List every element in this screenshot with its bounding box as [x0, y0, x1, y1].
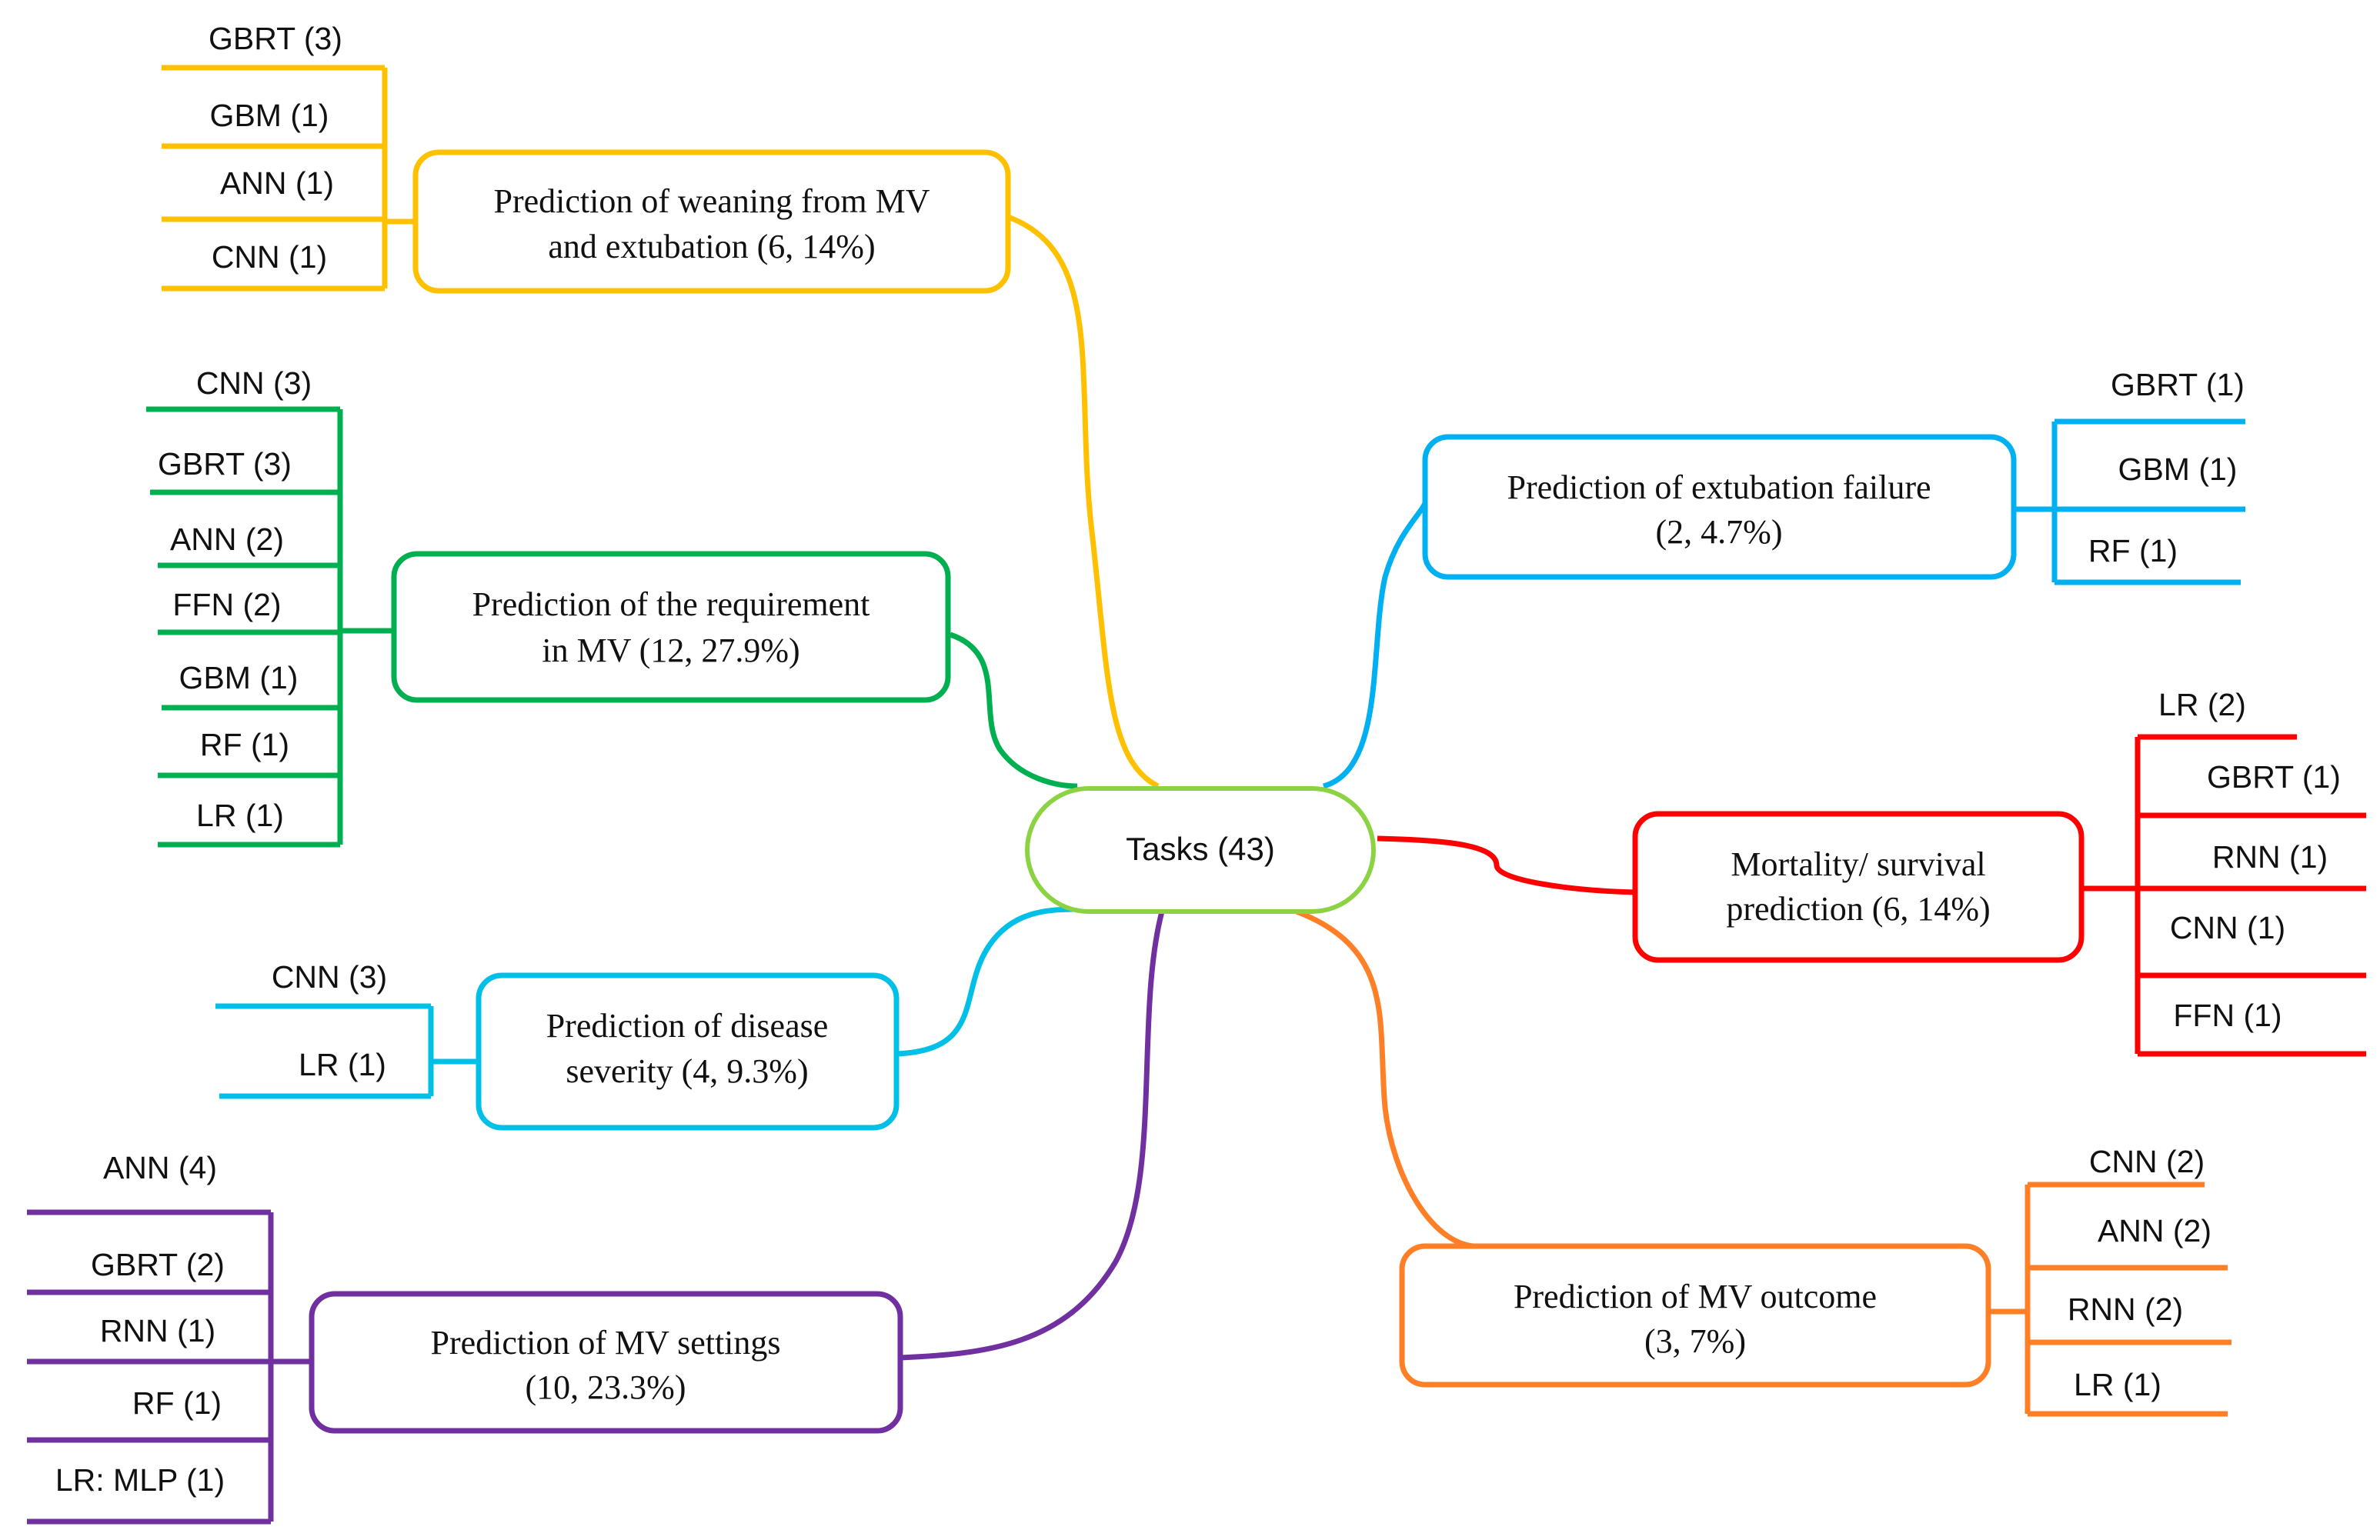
leaf-mortality: CNN (1): [2170, 910, 2285, 945]
center-label: Tasks (43): [1126, 831, 1275, 867]
leaf-extubation-failure: RF (1): [2088, 533, 2178, 568]
connector-settings: [900, 911, 1165, 1361]
leaf-extubation-failure: GBRT (1): [2111, 367, 2245, 402]
branch-outcome-line1: Prediction of MV outcome: [1514, 1278, 1877, 1315]
branch-outcome-line2: (3, 7%): [1644, 1322, 1746, 1360]
connector-requirement: [949, 632, 1078, 789]
leaf-requirement: GBM (1): [179, 660, 299, 695]
leaf-weaning: GBM (1): [210, 98, 329, 133]
branch-severity-box: [476, 972, 900, 1131]
branch-severity: Prediction of disease severity (4, 9.3%)…: [215, 959, 900, 1131]
branch-extubation-failure-line2: (2, 4.7%): [1656, 513, 1783, 551]
branch-mortality-box: [1632, 811, 2085, 963]
branch-requirement-box: [391, 551, 951, 703]
leaf-requirement: LR (1): [196, 798, 284, 833]
branch-settings-line1: Prediction of MV settings: [430, 1324, 780, 1362]
leaf-severity: LR (1): [299, 1047, 386, 1082]
branch-extubation-failure-line1: Prediction of extubation failure: [1507, 468, 1931, 506]
connector-extubation-failure: [1322, 495, 1429, 789]
leaf-weaning: GBRT (3): [209, 21, 342, 56]
branch-weaning-line1: Prediction of weaning from MV: [494, 182, 930, 220]
branch-requirement-line2: in MV (12, 27.9%): [542, 632, 799, 669]
center-node: Tasks (43): [1025, 786, 1376, 914]
branch-weaning-box: [412, 149, 1011, 294]
branch-settings: Prediction of MV settings (10, 23.3%) AN…: [27, 1150, 903, 1525]
leaf-mortality: RNN (1): [2212, 839, 2328, 875]
leaf-requirement: FFN (2): [172, 587, 281, 622]
leaf-settings: RNN (1): [100, 1313, 215, 1348]
branch-mortality-line1: Mortality/ survival: [1731, 845, 1985, 883]
leaf-settings: RF (1): [132, 1385, 222, 1421]
branch-extubation-failure: Prediction of extubation failure (2, 4.7…: [1422, 367, 2245, 585]
leaf-weaning: ANN (1): [220, 165, 334, 201]
leaf-weaning: CNN (1): [212, 239, 327, 275]
branch-mortality-line2: prediction (6, 14%): [1726, 890, 1990, 928]
leaf-outcome: RNN (2): [2068, 1292, 2183, 1327]
branch-severity-line1: Prediction of disease: [546, 1007, 829, 1045]
leaf-extubation-failure: GBM (1): [2118, 452, 2238, 487]
branch-extubation-failure-box: [1422, 434, 2017, 580]
branch-outcome: Prediction of MV outcome (3, 7%) CNN (2)…: [1399, 1144, 2231, 1417]
leaf-severity: CNN (3): [272, 959, 387, 995]
connector-weaning: [1006, 214, 1160, 789]
branch-requirement-line1: Prediction of the requirement: [472, 585, 870, 623]
leaf-settings: GBRT (2): [91, 1247, 225, 1282]
branch-weaning-line2: and extubation (6, 14%): [548, 228, 875, 265]
branch-mortality: Mortality/ survival prediction (6, 14%) …: [1632, 687, 2366, 1057]
leaf-mortality: FFN (1): [2173, 998, 2282, 1033]
leaf-outcome: LR (1): [2074, 1367, 2161, 1402]
leaf-settings: ANN (4): [103, 1150, 217, 1185]
branch-severity-line2: severity (4, 9.3%): [566, 1052, 808, 1090]
leaf-settings: LR: MLP (1): [55, 1462, 225, 1498]
leaf-requirement: RF (1): [200, 727, 289, 762]
branch-settings-line2: (10, 23.3%): [526, 1368, 686, 1406]
center-node-box: [1025, 786, 1376, 914]
branch-weaning: Prediction of weaning from MV and extuba…: [162, 21, 1011, 294]
branch-requirement: Prediction of the requirement in MV (12,…: [146, 365, 951, 848]
leaf-mortality: LR (2): [2158, 687, 2246, 722]
branch-outcome-box: [1399, 1243, 1991, 1388]
connector-outcome: [1295, 908, 1474, 1249]
leaf-requirement: GBRT (3): [158, 446, 292, 482]
leaf-requirement: ANN (2): [170, 522, 284, 557]
leaf-mortality: GBRT (1): [2207, 759, 2341, 795]
connector-mortality: [1377, 835, 1636, 895]
leaf-outcome: CNN (2): [2089, 1144, 2205, 1179]
leaf-requirement: CNN (3): [196, 365, 312, 401]
connector-severity: [896, 906, 1078, 1057]
leaf-outcome: ANN (2): [2098, 1213, 2211, 1248]
branch-settings-box: [309, 1291, 903, 1434]
